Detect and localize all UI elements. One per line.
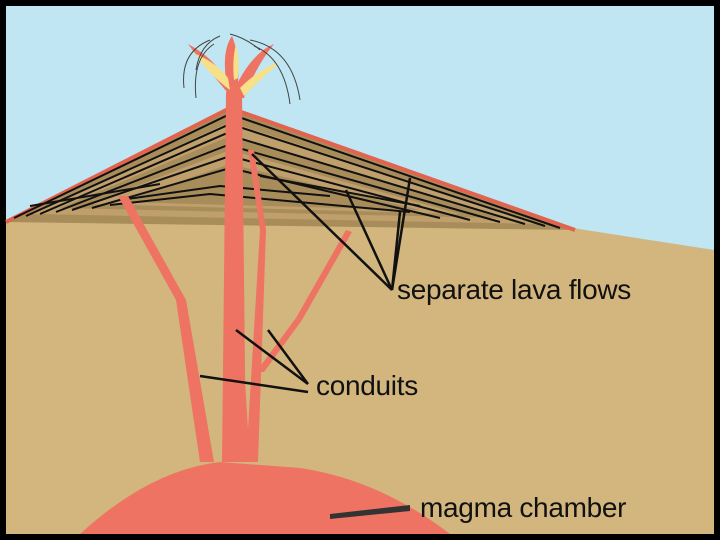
conduits-label: conduits <box>316 370 418 401</box>
magma-chamber-pointer <box>330 505 410 519</box>
ground <box>6 212 714 534</box>
eruption-plume <box>183 33 301 105</box>
conduits-pointer-lines <box>199 329 310 394</box>
conduits-shapes <box>118 92 352 462</box>
magma-chamber-label: magma chamber <box>420 492 627 523</box>
separate-lava-flows-label: separate lava flows <box>397 274 631 305</box>
lava-flows-pointer-lines <box>251 153 412 291</box>
